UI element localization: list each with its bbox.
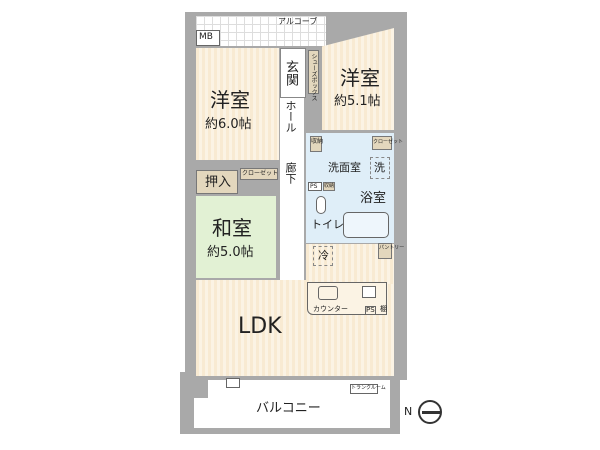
west-room-size: 約6.0帖 bbox=[205, 117, 252, 132]
trunk-room-label: トランクルーム bbox=[351, 385, 386, 391]
toilet-label: トイレ bbox=[311, 218, 344, 231]
balcony-pillar bbox=[190, 378, 208, 398]
meter-box bbox=[196, 30, 220, 46]
bathtub bbox=[343, 212, 389, 238]
entrance-label: 玄関 bbox=[283, 60, 298, 86]
east-room-label: 洋室 bbox=[340, 66, 380, 90]
storage-1 bbox=[310, 136, 322, 152]
corridor-label: 廊下 bbox=[284, 162, 297, 184]
entrance bbox=[280, 48, 306, 98]
ps2-label: PS bbox=[365, 306, 376, 315]
east-room bbox=[322, 28, 394, 130]
stove-icon bbox=[362, 286, 376, 298]
ps-1 bbox=[308, 182, 322, 191]
japanese-room-size: 約5.0帖 bbox=[207, 245, 254, 260]
alcove-label: アルコーブ bbox=[278, 17, 318, 26]
oshiire bbox=[196, 170, 238, 194]
outlet-icon bbox=[226, 378, 240, 388]
storage-2 bbox=[323, 182, 335, 191]
fridge-label: 冷 bbox=[318, 249, 329, 262]
pantry bbox=[378, 243, 392, 259]
fridge-space bbox=[313, 246, 333, 266]
shoebox-label: シューズボックス bbox=[310, 53, 317, 101]
west-room bbox=[196, 48, 279, 160]
washroom-label: 洗面室 bbox=[328, 161, 361, 174]
japanese-room bbox=[196, 196, 276, 278]
hall bbox=[280, 98, 304, 280]
north-label: N bbox=[404, 405, 413, 418]
bath-label: 浴室 bbox=[360, 191, 387, 206]
closet1-label: クローゼット bbox=[242, 170, 279, 177]
washer-label: 洗 bbox=[374, 161, 385, 174]
closet2-label: クローゼット bbox=[373, 139, 404, 145]
pantry-label: パントリー bbox=[379, 245, 405, 251]
storage1-label: 収納 bbox=[311, 138, 324, 145]
compass-icon bbox=[418, 400, 442, 424]
japanese-room-label: 和室 bbox=[212, 216, 252, 240]
sink-icon bbox=[318, 286, 338, 300]
west-room-label: 洋室 bbox=[210, 88, 250, 112]
closet-1 bbox=[240, 168, 278, 180]
ps1-label: PS bbox=[310, 183, 318, 190]
east-room-size: 約5.1帖 bbox=[334, 94, 381, 109]
counter-label: カウンター bbox=[313, 305, 348, 313]
hall-label: ホール bbox=[284, 100, 297, 133]
washer-space bbox=[370, 157, 390, 179]
shelf-label: 棚 bbox=[380, 305, 387, 313]
oshiire-label: 押入 bbox=[205, 175, 232, 190]
trunk-room bbox=[350, 384, 378, 394]
shoe-box bbox=[308, 50, 319, 94]
closet-2 bbox=[372, 136, 392, 150]
toilet-icon bbox=[316, 196, 326, 214]
mb-label: MB bbox=[199, 32, 213, 42]
balcony-label: バルコニー bbox=[256, 401, 321, 416]
storage2-label: 収納 bbox=[324, 183, 335, 189]
ldk-label: LDK bbox=[238, 314, 282, 339]
